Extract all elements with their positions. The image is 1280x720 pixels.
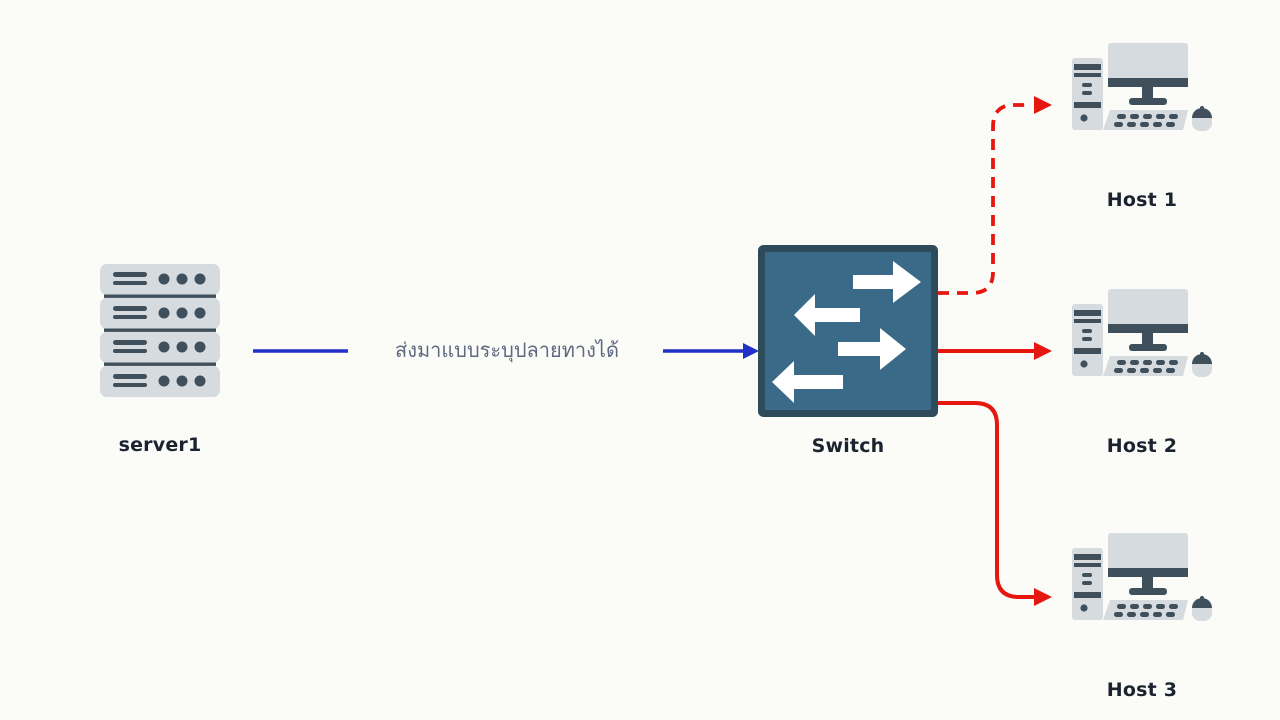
node-host2: Host 2 [1070, 288, 1214, 458]
edge-switch-to-host1-line [938, 103, 1032, 295]
switch-arrow-right-icon [853, 261, 921, 303]
desktop-computer-icon [1072, 533, 1212, 621]
host1-label: Host 1 [1106, 189, 1178, 211]
edge-switch-to-host1-arrowhead [1034, 96, 1052, 114]
host3-label: Host 3 [1106, 679, 1178, 701]
desktop-computer-icon [1072, 43, 1212, 131]
edge-server-to-switch-arrowhead [743, 343, 759, 359]
node-server: server1 [100, 264, 220, 464]
edge-switch-to-host3-line [938, 401, 1034, 599]
host2-label: Host 2 [1106, 435, 1178, 457]
switch-body [758, 245, 938, 417]
edge-label-server-to-switch: ส่งมาแบบระบุปลายทางได้ [395, 338, 619, 362]
edge-switch-to-host3-arrowhead [1034, 588, 1052, 606]
switch-arrow-left-icon [772, 361, 843, 403]
network-switch-icon [758, 245, 938, 417]
switch-arrow-right-icon [838, 328, 906, 370]
server-label: server1 [118, 434, 202, 456]
node-host3: Host 3 [1070, 532, 1214, 702]
monitor-part [1108, 43, 1188, 86]
node-switch: Switch [758, 245, 938, 460]
monitor-part [1108, 289, 1188, 332]
monitor-part [1108, 533, 1188, 576]
switch-arrow-left-icon [794, 294, 860, 336]
server-rack-icon [100, 264, 220, 397]
switch-label: Switch [811, 435, 885, 457]
edge-switch-to-host2-arrowhead [1034, 342, 1052, 360]
edge-switch-to-host2 [938, 342, 1052, 360]
node-host1: Host 1 [1070, 42, 1214, 212]
edge-server-to-switch [253, 343, 759, 359]
desktop-computer-icon [1072, 289, 1212, 377]
edge-switch-to-host1 [938, 96, 1052, 295]
edge-switch-to-host3 [938, 401, 1052, 606]
